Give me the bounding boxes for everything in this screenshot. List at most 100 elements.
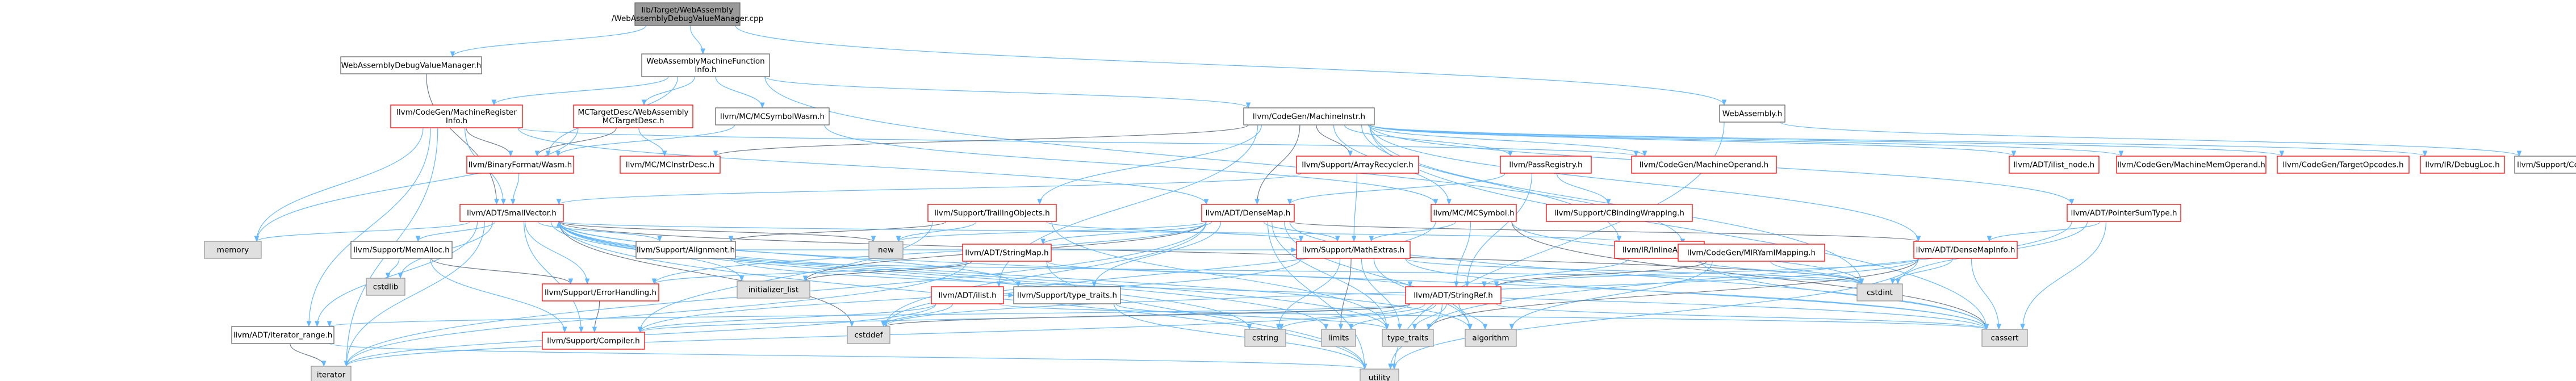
node-err-box: [542, 283, 659, 302]
node-mext[interactable]: llvm/Support/MathExtras.h: [1296, 241, 1411, 259]
node-mi[interactable]: llvm/CodeGen/MachineInstr.h: [1243, 107, 1375, 125]
node-dmi[interactable]: llvm/ADT/DenseMapInfo.h: [1913, 241, 2018, 259]
node-dvm[interactable]: WebAssemblyDebugValueManager.h: [340, 56, 482, 74]
edge-mext-to-limits: [1338, 258, 1352, 330]
edge-mcsym-to-cstddef: [883, 221, 1436, 328]
edge-mi-to-preg: [1344, 124, 1513, 157]
edge-pst-to-typetr: [1426, 221, 2072, 330]
edge-sv-to-irange: [315, 221, 478, 328]
node-mcsw[interactable]: llvm/MC/MCSymbolWasm.h: [715, 107, 830, 125]
node-malloc-box: [350, 241, 453, 259]
node-mmo[interactable]: llvm/CodeGen/MachineMemOperand.h: [2116, 156, 2266, 174]
node-irange-label: llvm/ADT/iterator_range.h: [233, 331, 333, 340]
edge-root-to-wasm: [735, 25, 1727, 106]
node-ttr[interactable]: llvm/Support/type_traits.h: [1013, 286, 1121, 304]
node-mirym[interactable]: llvm/CodeGen/MIRYamlMapping.h: [1678, 244, 1825, 262]
node-mcid[interactable]: llvm/MC/MCInstrDesc.h: [620, 156, 721, 174]
node-cbw[interactable]: llvm/Support/CBindingWrapping.h: [1546, 204, 1693, 222]
node-cgen[interactable]: llvm/Support/CodeGen.h: [2514, 156, 2576, 174]
node-iter: iterator: [311, 366, 352, 381]
node-sv[interactable]: llvm/ADT/SmallVector.h: [459, 204, 564, 222]
node-iter-box: [311, 366, 352, 381]
node-hlist[interactable]: llvm/ADT/ilist.h: [931, 286, 1004, 304]
node-malloc-label: llvm/Support/MemAlloc.h: [353, 246, 449, 255]
node-smap-box: [962, 244, 1052, 262]
edge-mi-to-inode: [1369, 124, 2016, 157]
node-trail[interactable]: llvm/Support/TrailingObjects.h: [927, 204, 1057, 222]
node-tops-label: llvm/CodeGen/TargetOpcodes.h: [2282, 161, 2403, 170]
node-smap[interactable]: llvm/ADT/StringMap.h: [962, 244, 1052, 262]
node-cstddef: cstddef: [847, 326, 890, 344]
edge-mcsw-to-bfw: [555, 124, 735, 157]
edge-irange-to-iter: [290, 343, 327, 367]
node-pst-label: llvm/ADT/PointerSumType.h: [2071, 209, 2177, 218]
node-dloc-box: [2420, 156, 2505, 174]
node-pst[interactable]: llvm/ADT/PointerSumType.h: [2067, 204, 2181, 222]
node-dloc[interactable]: llvm/IR/DebugLoc.h: [2420, 156, 2505, 174]
node-irange-box: [231, 326, 334, 344]
node-tops[interactable]: llvm/CodeGen/TargetOpcodes.h: [2277, 156, 2410, 174]
node-cstring-label: cstring: [1252, 334, 1278, 343]
node-inode[interactable]: llvm/ADT/ilist_node.h: [2009, 156, 2100, 174]
edge-smap-to-util: [1046, 261, 1368, 370]
node-mfi-box: [641, 53, 770, 77]
node-bfw[interactable]: llvm/BinaryFormat/Wasm.h: [466, 156, 574, 174]
node-util-box: [1360, 369, 1399, 381]
edge-mi-to-mop: [1368, 124, 1647, 157]
node-mcsym-label: llvm/MC/MCSymbol.h: [1433, 209, 1514, 218]
edge-trail-to-new: [896, 221, 977, 242]
node-mcid-label: llvm/MC/MCInstrDesc.h: [626, 161, 714, 170]
node-sref[interactable]: llvm/ADT/StringRef.h: [1405, 286, 1502, 304]
node-ilist-label: initializer_list: [748, 286, 798, 295]
edge-mri-to-mop: [517, 127, 1638, 157]
node-cstring: cstring: [1244, 329, 1286, 347]
node-mcsym[interactable]: llvm/MC/MCSymbol.h: [1431, 204, 1517, 222]
node-hlist-box: [931, 286, 1004, 304]
node-comp[interactable]: llvm/Support/Compiler.h: [542, 332, 645, 350]
edge-hlist-to-cassert: [998, 303, 1989, 330]
node-dmap[interactable]: llvm/ADT/DenseMap.h: [1201, 204, 1295, 222]
node-mcsym-box: [1431, 204, 1517, 222]
node-sref-label: llvm/ADT/StringRef.h: [1414, 291, 1493, 300]
edge-iasm-to-sref: [1482, 258, 1629, 288]
edge-sv-to-cstring: [558, 221, 1252, 330]
node-util-label: utility: [1369, 374, 1390, 381]
edge-mfi-to-mctd: [641, 76, 695, 106]
edge-sref-to-irange: [327, 303, 1411, 328]
edge-sref-to-cstddef: [883, 303, 1411, 328]
node-mop-label: llvm/CodeGen/MachineOperand.h: [1640, 161, 1768, 170]
node-irange[interactable]: llvm/ADT/iterator_range.h: [231, 326, 334, 344]
edge-root-to-mfi: [689, 25, 706, 55]
node-err[interactable]: llvm/Support/ErrorHandling.h: [542, 283, 659, 302]
edge-iasm-to-sv: [557, 220, 1620, 242]
edges-layer: [254, 25, 2521, 370]
node-align[interactable]: llvm/Support/Alignment.h: [635, 241, 736, 259]
edge-mcsw-to-mcsym: [824, 124, 1438, 206]
node-typetr: type_traits: [1382, 329, 1434, 347]
node-arc-box: [1296, 156, 1419, 174]
edge-mri-to-memory: [254, 127, 424, 242]
node-cstdlib-box: [366, 278, 405, 296]
node-preg[interactable]: llvm/PassRegistry.h: [1500, 156, 1592, 174]
node-cstdlib-label: cstdlib: [373, 283, 398, 292]
node-malloc[interactable]: llvm/Support/MemAlloc.h: [350, 241, 453, 259]
node-ttr-label: llvm/Support/type_traits.h: [1017, 291, 1117, 300]
node-wasm-box: [1719, 104, 1785, 123]
node-root-box: [634, 2, 741, 26]
node-arc[interactable]: llvm/Support/ArrayRecycler.h: [1296, 156, 1419, 174]
node-arc-label: llvm/Support/ArrayRecycler.h: [1302, 161, 1414, 170]
edge-mirym-to-cstdint: [1770, 261, 1864, 285]
node-cbw-label: llvm/Support/CBindingWrapping.h: [1554, 209, 1684, 218]
node-sv-box: [459, 204, 564, 222]
edge-mi-to-dloc: [1369, 124, 2427, 157]
node-mop[interactable]: llvm/CodeGen/MachineOperand.h: [1631, 156, 1777, 174]
node-align-box: [635, 241, 736, 259]
node-wasm[interactable]: WebAssembly.h: [1719, 104, 1785, 123]
node-dmi-label: llvm/ADT/DenseMapInfo.h: [1916, 246, 2015, 255]
node-bfw-label: llvm/BinaryFormat/Wasm.h: [469, 161, 572, 170]
node-mcsw-box: [715, 107, 830, 125]
node-mirym-label: llvm/CodeGen/MIRYamlMapping.h: [1687, 249, 1816, 258]
